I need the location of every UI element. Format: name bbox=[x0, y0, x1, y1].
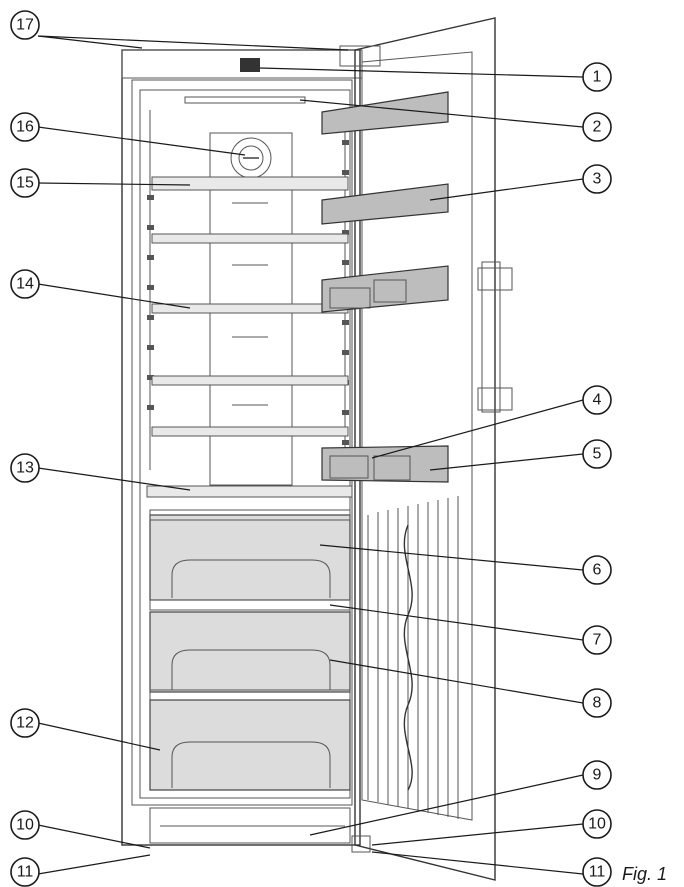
callout-10-right: 10 bbox=[582, 809, 612, 839]
callout-10-left: 10 bbox=[10, 810, 40, 840]
callout-1-label: 1 bbox=[593, 69, 602, 86]
drawer-3 bbox=[149, 699, 351, 791]
callout-17: 17 bbox=[10, 10, 40, 40]
callout-16: 16 bbox=[10, 112, 40, 142]
freezer-drawers bbox=[149, 509, 351, 791]
base-ventilation bbox=[149, 807, 351, 844]
callout-6: 6 bbox=[582, 555, 612, 585]
callout-6-label: 6 bbox=[593, 562, 602, 579]
callout-7: 7 bbox=[582, 625, 612, 655]
callout-12: 12 bbox=[10, 708, 40, 738]
callout-12-label: 12 bbox=[16, 715, 34, 732]
door-coil-grid bbox=[367, 496, 459, 819]
glass-shelf-5 bbox=[151, 426, 349, 437]
callout-3: 3 bbox=[582, 164, 612, 194]
rear-compartments bbox=[209, 184, 293, 486]
door-rack-3 bbox=[321, 265, 449, 313]
callout-14: 14 bbox=[10, 269, 40, 299]
interior-light bbox=[184, 96, 306, 104]
glass-shelf-1 bbox=[151, 176, 349, 191]
callout-8: 8 bbox=[582, 688, 612, 718]
glass-shelves bbox=[146, 176, 353, 498]
door-rack-bottom bbox=[321, 445, 449, 483]
callout-5-label: 5 bbox=[593, 446, 602, 463]
figure-label: Fig. 1 bbox=[622, 864, 667, 884]
shelf-supports bbox=[147, 110, 349, 470]
callout-13: 13 bbox=[10, 453, 40, 483]
drawer-divider-1 bbox=[149, 599, 351, 611]
callout-8-label: 8 bbox=[593, 695, 602, 712]
callout-9-label: 9 bbox=[593, 767, 602, 784]
callout-3-label: 3 bbox=[593, 171, 602, 188]
callout-7-label: 7 bbox=[593, 632, 602, 649]
glass-shelf-2 bbox=[151, 233, 349, 244]
callout-11-left: 11 bbox=[10, 857, 40, 887]
door-handle bbox=[481, 261, 501, 413]
callout-11-right-label: 11 bbox=[589, 864, 606, 881]
callout-2: 2 bbox=[582, 112, 612, 142]
drawer-1 bbox=[149, 514, 351, 601]
door-racks bbox=[321, 91, 449, 483]
callout-4: 4 bbox=[582, 385, 612, 415]
callout-16-label: 16 bbox=[16, 119, 34, 136]
callout-5: 5 bbox=[582, 439, 612, 469]
callout-17-label: 17 bbox=[16, 17, 34, 34]
top-hinge bbox=[339, 45, 381, 67]
callout-10-left-label: 10 bbox=[16, 817, 34, 834]
open-door bbox=[339, 17, 513, 881]
drawer-2 bbox=[149, 611, 351, 693]
callout-2-label: 2 bbox=[593, 119, 602, 136]
glass-shelf-divider bbox=[146, 485, 353, 498]
callout-15: 15 bbox=[10, 168, 40, 198]
door-rack-2 bbox=[321, 183, 449, 225]
callout-10-right-label: 10 bbox=[588, 816, 606, 833]
callout-1: 1 bbox=[582, 62, 612, 92]
callout-11-right: 11 bbox=[582, 857, 612, 887]
callout-11-left-label: 11 bbox=[17, 864, 34, 881]
callout-15-label: 15 bbox=[16, 175, 34, 192]
callout-13-label: 13 bbox=[16, 460, 34, 477]
callout-14-label: 14 bbox=[16, 276, 34, 293]
ventilator bbox=[209, 132, 293, 184]
leader-lines bbox=[37, 35, 584, 875]
glass-shelf-3 bbox=[151, 303, 349, 314]
control-display bbox=[240, 58, 260, 72]
bottom-hinge bbox=[351, 835, 371, 853]
door-rack-top bbox=[321, 91, 449, 135]
callout-9: 9 bbox=[582, 760, 612, 790]
glass-shelf-4 bbox=[151, 375, 349, 386]
callout-4-label: 4 bbox=[593, 392, 602, 409]
